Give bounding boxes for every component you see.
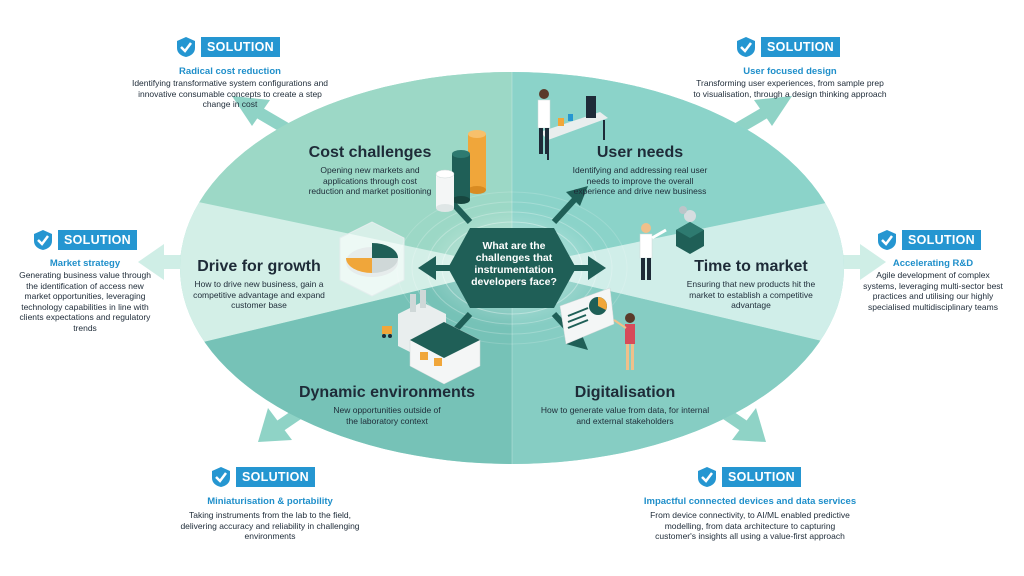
factory-illustration: [382, 290, 481, 385]
section-title: User needs: [596, 144, 684, 161]
solution-desc: Taking instruments from the lab to the f…: [180, 510, 360, 541]
section-title: Time to market: [694, 258, 808, 275]
section-cost: Cost challenges Opening new markets and …: [290, 144, 450, 197]
solution-title: Radical cost reduction: [179, 66, 281, 77]
section-title: Digitalisation: [574, 384, 676, 401]
section-desc: New opportunities outside of the laborat…: [333, 405, 441, 426]
solution-desc: Agile development of complex systems, le…: [863, 270, 1003, 312]
section-digital: Digitalisation How to generate value fro…: [530, 384, 720, 426]
segment-time: [512, 196, 844, 350]
center-question: What are the challenges that instrumenta…: [471, 240, 557, 288]
section-desc: How to generate value from data, for int…: [540, 405, 710, 426]
solution-badge-left: SOLUTION: [32, 229, 137, 251]
section-desc: How to drive new business, gain a compet…: [193, 279, 325, 310]
solution-badge-top-right: SOLUTION: [735, 36, 840, 58]
solution-title: User focused design: [743, 66, 837, 77]
solution-badge-bottom-right: SOLUTION: [696, 466, 801, 488]
solution-label: SOLUTION: [902, 230, 981, 250]
solution-title: Miniaturisation & portability: [207, 496, 333, 507]
check-shield-icon: [698, 467, 716, 487]
check-shield-icon: [737, 37, 755, 57]
section-user: User needs Identifying and addressing re…: [560, 144, 720, 197]
section-title: Cost challenges: [308, 144, 432, 161]
check-shield-icon: [212, 467, 230, 487]
pie-chart-cube-illustration: [339, 221, 405, 297]
solution-badge-top-left: SOLUTION: [175, 36, 280, 58]
solution-label: SOLUTION: [761, 37, 840, 57]
section-dynamic: Dynamic environments New opportunities o…: [292, 384, 482, 426]
solution-desc: From device connectivity, to AI/ML enabl…: [650, 510, 850, 541]
solution-label: SOLUTION: [236, 467, 315, 487]
solution-title: Accelerating R&D: [892, 258, 974, 269]
section-time: Time to market Ensuring that new product…: [676, 258, 826, 311]
solution-desc: Identifying transformative system config…: [131, 78, 329, 109]
check-shield-icon: [177, 37, 195, 57]
section-desc: Ensuring that new products hit the marke…: [686, 279, 816, 310]
section-growth: Drive for growth How to drive new busine…: [184, 258, 334, 311]
solution-title: Market strategy: [49, 258, 121, 269]
solution-desc: Transforming user experiences, from samp…: [693, 78, 887, 99]
solution-badge-right: SOLUTION: [876, 229, 981, 251]
check-shield-icon: [878, 230, 896, 250]
cylinders-illustration: [435, 130, 486, 212]
check-shield-icon: [34, 230, 52, 250]
solution-label: SOLUTION: [58, 230, 137, 250]
solution-desc: Generating business value through the id…: [19, 270, 151, 333]
solution-title: Impactful connected devices and data ser…: [643, 496, 857, 507]
solution-label: SOLUTION: [722, 467, 801, 487]
data-board-illustration: [559, 287, 635, 370]
section-desc: Identifying and addressing real user nee…: [572, 165, 708, 196]
solution-label: SOLUTION: [201, 37, 280, 57]
section-title: Drive for growth: [197, 258, 321, 275]
solution-badge-bottom-left: SOLUTION: [210, 466, 315, 488]
section-desc: Opening new markets and applications thr…: [308, 165, 432, 196]
scientist-gears-illustration: [639, 206, 704, 280]
section-title: Dynamic environments: [298, 384, 476, 401]
lab-scientist-illustration: [537, 89, 608, 160]
